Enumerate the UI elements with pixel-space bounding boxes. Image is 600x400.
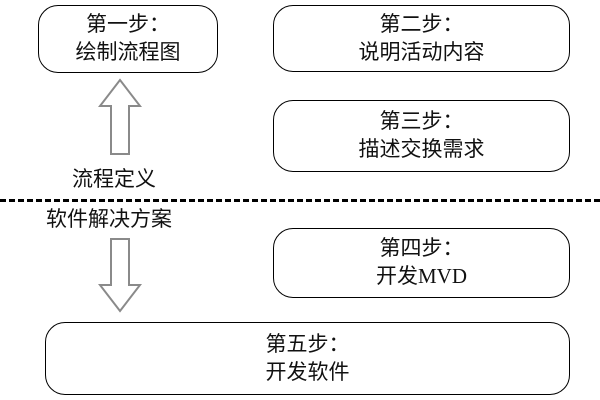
step-title: 第二步： — [379, 11, 464, 36]
step-box-step4[interactable]: 第四步： 开发MVD — [273, 228, 570, 298]
up-arrow-icon — [98, 78, 142, 156]
step-title: 第三步： — [379, 109, 464, 134]
step-body: 开发软件 — [265, 359, 350, 384]
zone-label-software: 软件解决方案 — [46, 207, 172, 231]
down-arrow-icon — [98, 237, 142, 313]
step-body: 描述交换需求 — [358, 137, 485, 161]
step-title: 第五步： — [265, 331, 350, 356]
step-body: 说明活动内容 — [358, 39, 485, 64]
zone-label-process: 流程定义 — [72, 167, 156, 191]
step-box-step1[interactable]: 第一步： 绘制流程图 — [38, 5, 218, 73]
step-box-step5[interactable]: 第五步： 开发软件 — [45, 322, 570, 395]
step-title: 第四步： — [379, 236, 464, 261]
step-body: 开发MVD — [375, 264, 467, 288]
step-box-step2[interactable]: 第二步： 说明活动内容 — [273, 5, 570, 72]
step-box-step3[interactable]: 第三步： 描述交换需求 — [273, 100, 570, 172]
step-title: 第一步： — [86, 12, 170, 37]
zone-divider — [0, 199, 600, 202]
step-body: 绘制流程图 — [75, 40, 181, 64]
